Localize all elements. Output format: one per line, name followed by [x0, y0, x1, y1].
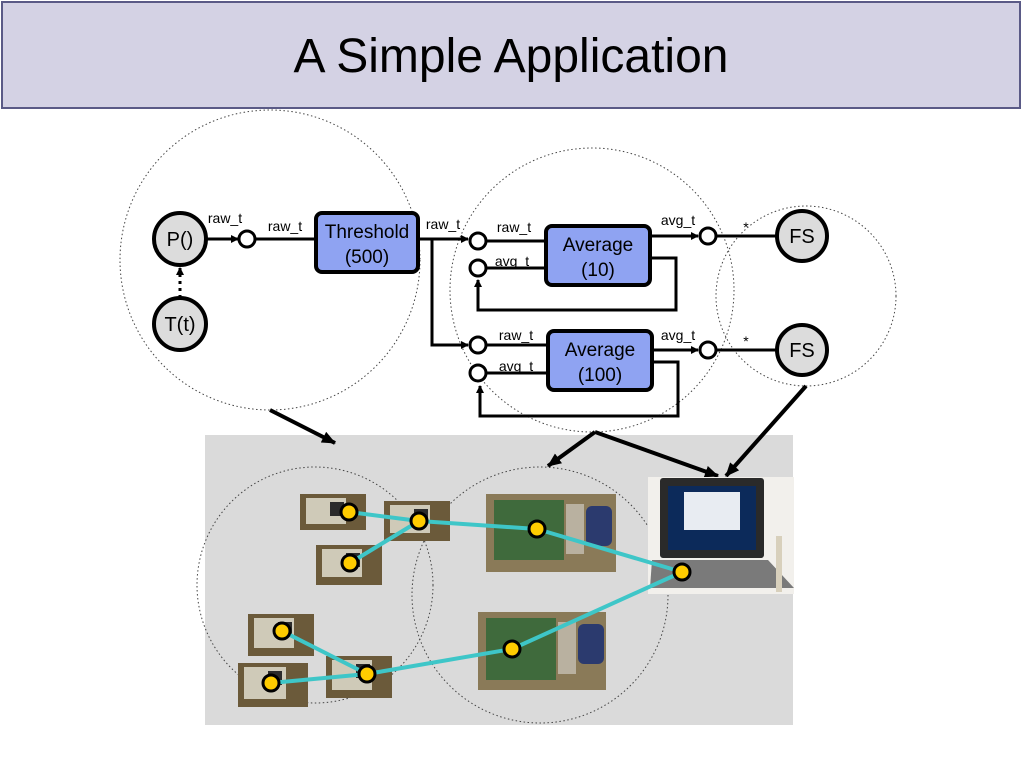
mote-dot [527, 519, 547, 539]
mote-dot [409, 511, 429, 531]
port [237, 229, 257, 249]
port-label: * [743, 333, 749, 349]
port-label: raw_t [426, 216, 460, 232]
edge-average1-feedback [474, 256, 678, 312]
title-bar: A Simple Application [1, 1, 1021, 109]
mapping-arrow-fs [724, 384, 808, 478]
mote-dot [502, 639, 522, 659]
node-fs2 [775, 323, 829, 377]
average1-label-line2: (10) [581, 260, 615, 281]
port [698, 340, 718, 360]
port [468, 335, 488, 355]
port-label: avg_t [661, 212, 695, 228]
port-label: raw_t [499, 327, 533, 343]
mote-dot [339, 502, 359, 522]
mapping-arrow-average [546, 430, 597, 468]
threshold-label-line1: Threshold [325, 222, 410, 243]
port [468, 258, 488, 278]
mote-dot [357, 664, 377, 684]
deployment-circle-middle [411, 466, 669, 724]
slide-title: A Simple Application [293, 30, 729, 83]
average2-label-line2: (100) [578, 365, 622, 386]
threshold-label-line2: (500) [345, 247, 389, 268]
node-p-label: P() [167, 229, 194, 251]
port [698, 226, 718, 246]
port-label: raw_t [497, 219, 531, 235]
port-label: raw_t [268, 218, 302, 234]
edge-threshold-to-average2 [430, 239, 469, 349]
radio-links [270, 510, 683, 685]
mote-dot [340, 553, 360, 573]
mote-dots [261, 502, 692, 693]
port [468, 363, 488, 383]
node-fs1-label: FS [789, 226, 815, 248]
edge-average2-feedback [476, 360, 680, 418]
box-average2 [546, 329, 654, 392]
node-fs1 [775, 209, 829, 263]
node-p [152, 211, 208, 267]
node-t [152, 296, 208, 352]
port-label: avg_t [499, 358, 533, 374]
mapping-arrow-sensor [269, 408, 336, 445]
port-label: avg_t [495, 253, 529, 269]
mote-dot [272, 621, 292, 641]
port-label: * [743, 219, 749, 235]
port-label: avg_t [661, 327, 695, 343]
average1-label-line1: Average [563, 235, 633, 256]
ports [237, 226, 718, 383]
box-threshold [314, 211, 420, 274]
mapping-arrow-average-to-laptop [594, 430, 719, 478]
node-fs2-label: FS [789, 340, 815, 362]
mote-dot [672, 562, 692, 582]
mote-dot [261, 673, 281, 693]
average2-label-line1: Average [565, 340, 635, 361]
port-label: raw_t [208, 210, 242, 226]
mote-board [300, 494, 366, 530]
partition-circle-average [449, 147, 735, 433]
box-average1 [544, 224, 652, 287]
port [468, 231, 488, 251]
deployment-circle-left [196, 466, 434, 704]
node-t-label: T(t) [164, 314, 195, 336]
